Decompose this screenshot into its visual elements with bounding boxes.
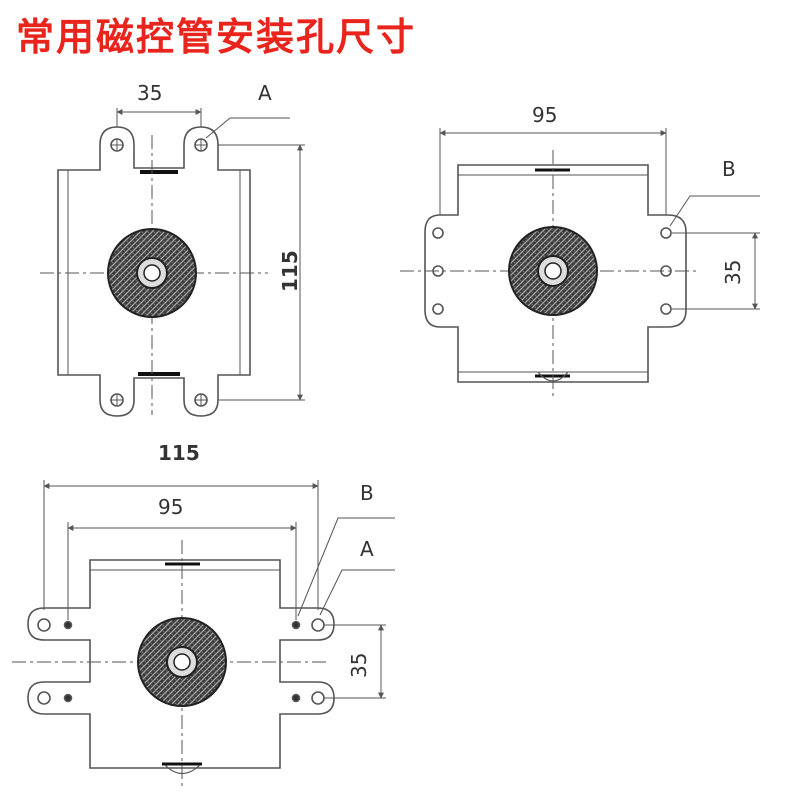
figure-2 (400, 128, 760, 400)
fig1-dim-35: 35 (137, 81, 162, 105)
fig3-body-outline (27, 559, 335, 769)
fig2-dim-35: 35 (721, 260, 745, 285)
page-title: 常用磁控管安装孔尺寸 (16, 14, 417, 59)
fig2-label-b: B (722, 157, 736, 181)
fig2-dim-95: 95 (532, 103, 557, 127)
fig3-mount-holes (37, 618, 325, 705)
fig1-mount-holes (110, 138, 208, 407)
fig3-dim-35: 35 (347, 653, 371, 678)
fig3-label-a: A (360, 537, 374, 561)
figure-1 (40, 108, 305, 417)
fig3-label-b: B (360, 481, 374, 505)
fig1-dim-115: 115 (278, 250, 302, 292)
figure-3 (12, 480, 395, 790)
fig2-body-outline (424, 164, 687, 383)
fig3-dim-95: 95 (158, 495, 183, 519)
fig3-dim-115: 115 (158, 441, 200, 465)
fig1-label-a: A (258, 81, 272, 105)
